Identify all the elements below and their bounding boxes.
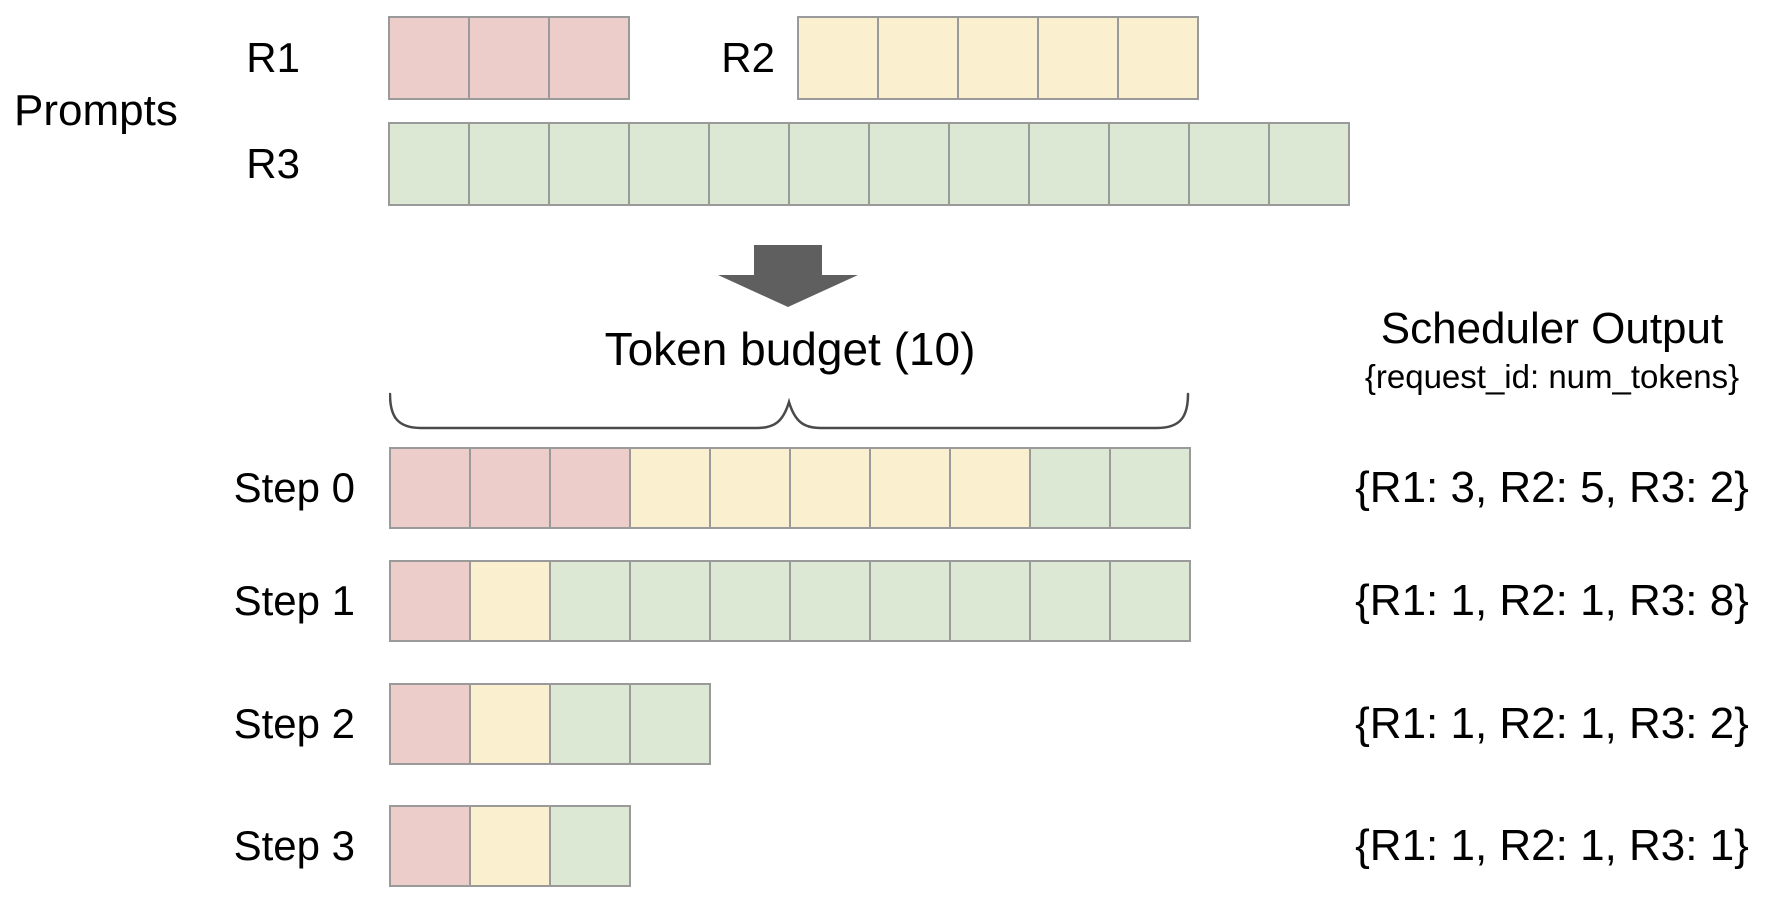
request-label-r1: R1 xyxy=(246,34,300,81)
token-cell-r2 xyxy=(797,16,879,100)
step-row-1: Step 1 xyxy=(0,560,1788,642)
token-cell-r2 xyxy=(957,16,1039,100)
step-cells-3 xyxy=(389,805,631,887)
token-cell-r3 xyxy=(1028,122,1110,206)
token-cell-r2 xyxy=(629,447,711,529)
token-cell-r2 xyxy=(709,447,791,529)
token-cell-r3 xyxy=(949,560,1031,642)
token-cell-r2 xyxy=(949,447,1031,529)
scheduler-output-line-0: {R1: 3, R2: 5, R3: 2} xyxy=(1355,463,1749,512)
token-cell-r1 xyxy=(388,16,470,100)
step-row-0: Step 0 xyxy=(0,447,1788,529)
prompt-row-r1 xyxy=(388,16,630,100)
prompts-section-label: Prompts xyxy=(14,86,178,135)
step-cells-0 xyxy=(389,447,1191,529)
token-cell-r1 xyxy=(548,16,630,100)
token-cell-r3 xyxy=(549,805,631,887)
scheduler-output-line-1: {R1: 1, R2: 1, R3: 8} xyxy=(1355,576,1749,625)
token-cell-r3 xyxy=(549,560,631,642)
prompt-row-r2 xyxy=(797,16,1199,100)
token-cell-r3 xyxy=(1108,122,1190,206)
brace-path xyxy=(389,392,1190,430)
token-cell-r3 xyxy=(1188,122,1270,206)
token-cell-r3 xyxy=(1029,447,1111,529)
token-cell-r1 xyxy=(389,447,471,529)
step-label-2: Step 2 xyxy=(233,700,355,747)
token-cell-r3 xyxy=(388,122,470,206)
token-cell-r2 xyxy=(877,16,959,100)
token-cell-r3 xyxy=(629,683,711,765)
step-row-3: Step 3 xyxy=(0,805,1788,887)
scheduler-output-title: Scheduler Output xyxy=(1380,304,1724,353)
token-cell-r3 xyxy=(869,560,951,642)
token-cell-r3 xyxy=(868,122,950,206)
step-row-2: Step 2 xyxy=(0,683,1788,765)
token-cell-r1 xyxy=(389,560,471,642)
token-cell-r3 xyxy=(789,560,871,642)
token-cell-r3 xyxy=(629,560,711,642)
token-cell-r3 xyxy=(468,122,550,206)
token-cell-r1 xyxy=(389,683,471,765)
token-cell-r2 xyxy=(1037,16,1119,100)
down-arrow-icon xyxy=(718,245,858,307)
token-budget-brace xyxy=(389,392,1190,430)
token-cell-r1 xyxy=(549,447,631,529)
token-cell-r3 xyxy=(1109,447,1191,529)
token-cell-r2 xyxy=(469,805,551,887)
step-cells-1 xyxy=(389,560,1191,642)
token-cell-r3 xyxy=(948,122,1030,206)
request-label-r2: R2 xyxy=(721,34,775,81)
token-cell-r1 xyxy=(389,805,471,887)
token-cell-r2 xyxy=(789,447,871,529)
down-arrow-shape xyxy=(718,245,858,307)
step-label-0: Step 0 xyxy=(233,464,355,511)
scheduler-output-subtitle: {request_id: num_tokens} xyxy=(1364,358,1740,395)
token-cell-r3 xyxy=(709,560,791,642)
token-cell-r2 xyxy=(469,683,551,765)
token-cell-r3 xyxy=(628,122,710,206)
step-label-3: Step 3 xyxy=(233,822,355,869)
token-cell-r2 xyxy=(869,447,951,529)
token-cell-r3 xyxy=(1109,560,1191,642)
token-cell-r3 xyxy=(1268,122,1350,206)
token-cell-r2 xyxy=(469,560,551,642)
request-label-r3: R3 xyxy=(246,140,300,187)
token-cell-r3 xyxy=(548,122,630,206)
step-cells-2 xyxy=(389,683,711,765)
token-cell-r1 xyxy=(468,16,550,100)
token-cell-r3 xyxy=(549,683,631,765)
token-cell-r2 xyxy=(1117,16,1199,100)
token-cell-r1 xyxy=(469,447,551,529)
scheduler-output-line-3: {R1: 1, R2: 1, R3: 1} xyxy=(1355,821,1749,870)
step-label-1: Step 1 xyxy=(233,577,355,624)
token-cell-r3 xyxy=(708,122,790,206)
token-cell-r3 xyxy=(788,122,870,206)
token-cell-r3 xyxy=(1029,560,1111,642)
token-budget-label: Token budget (10) xyxy=(604,323,976,375)
scheduler-output-line-2: {R1: 1, R2: 1, R3: 2} xyxy=(1355,699,1749,748)
prompt-row-r3 xyxy=(388,122,1350,206)
